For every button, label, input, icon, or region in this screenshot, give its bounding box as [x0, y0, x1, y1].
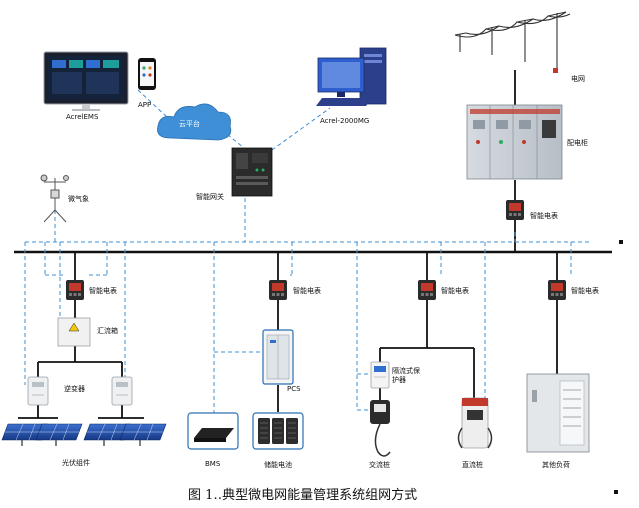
solar-panel-icon-4	[119, 423, 167, 447]
combiner-box-icon	[57, 317, 91, 347]
meter-icon-charger	[418, 280, 436, 300]
meter-icon-grid	[506, 200, 524, 220]
label-pcs: PCS	[287, 385, 301, 393]
battery-icon	[252, 412, 304, 450]
label-distribution-cabinet: 配电柜	[567, 139, 588, 147]
label-weather-station: 微气象	[68, 195, 89, 203]
grid-dot	[553, 68, 558, 73]
pcs-cabinet-icon	[262, 329, 294, 385]
label-acrel-2000mg: Acrel-2000MG	[320, 117, 370, 125]
label-acrel-ems: AcrelEMS	[66, 113, 99, 121]
smart-gateway-icon	[231, 147, 273, 197]
meter-icon-pv	[66, 280, 84, 300]
label-smart-meter-pcs: 智能电表	[293, 287, 321, 295]
acrel-ems-monitor-icon	[43, 51, 129, 111]
comm-lines	[24, 89, 590, 415]
label-cloud: 云平台	[179, 120, 200, 128]
label-grid: 电网	[571, 75, 585, 83]
label-smart-gateway: 智能网关	[196, 193, 224, 201]
meter-icon-pcs	[269, 280, 287, 300]
label-inverter: 逆变器	[64, 385, 85, 393]
solar-panel-icon-2	[35, 423, 83, 447]
power-grid-icon	[454, 11, 571, 70]
label-dc-pile: 直流桩	[462, 461, 483, 469]
bms-icon	[187, 412, 239, 450]
label-smart-meter-load: 智能电表	[571, 287, 599, 295]
inverter-icon-left	[27, 376, 49, 406]
dc-charger-icon	[457, 397, 493, 449]
label-protector: 隔流式保护器	[392, 367, 420, 384]
label-combiner-box: 汇流箱	[97, 327, 118, 335]
distribution-cabinet-icon	[466, 104, 563, 180]
load-cabinet-icon	[526, 373, 590, 453]
meter-icon-load	[548, 280, 566, 300]
acrel-2000mg-computer-icon	[316, 47, 387, 106]
label-smart-meter-grid: 智能电表	[530, 212, 558, 220]
label-battery: 储能电池	[264, 461, 292, 469]
label-pv-module: 光伏组件	[62, 459, 90, 467]
weather-station-icon	[40, 174, 69, 223]
ac-charger-icon	[370, 400, 391, 457]
label-bms: BMS	[205, 460, 221, 468]
margin-marker-bottom	[614, 490, 618, 494]
inverter-icon-right	[111, 376, 133, 406]
figure-caption: 图 1‥典型微电网能量管理系统组网方式	[188, 488, 418, 503]
cloud-icon	[157, 103, 232, 141]
app-phone-icon	[138, 58, 156, 90]
margin-marker-top	[619, 240, 623, 244]
label-smart-meter-charger: 智能电表	[441, 287, 469, 295]
label-other-load: 其他负荷	[542, 461, 570, 469]
protector-icon	[370, 361, 390, 389]
label-smart-meter-pv: 智能电表	[89, 287, 117, 295]
label-ac-pile: 交流桩	[369, 461, 390, 469]
label-app: APP	[138, 101, 152, 109]
